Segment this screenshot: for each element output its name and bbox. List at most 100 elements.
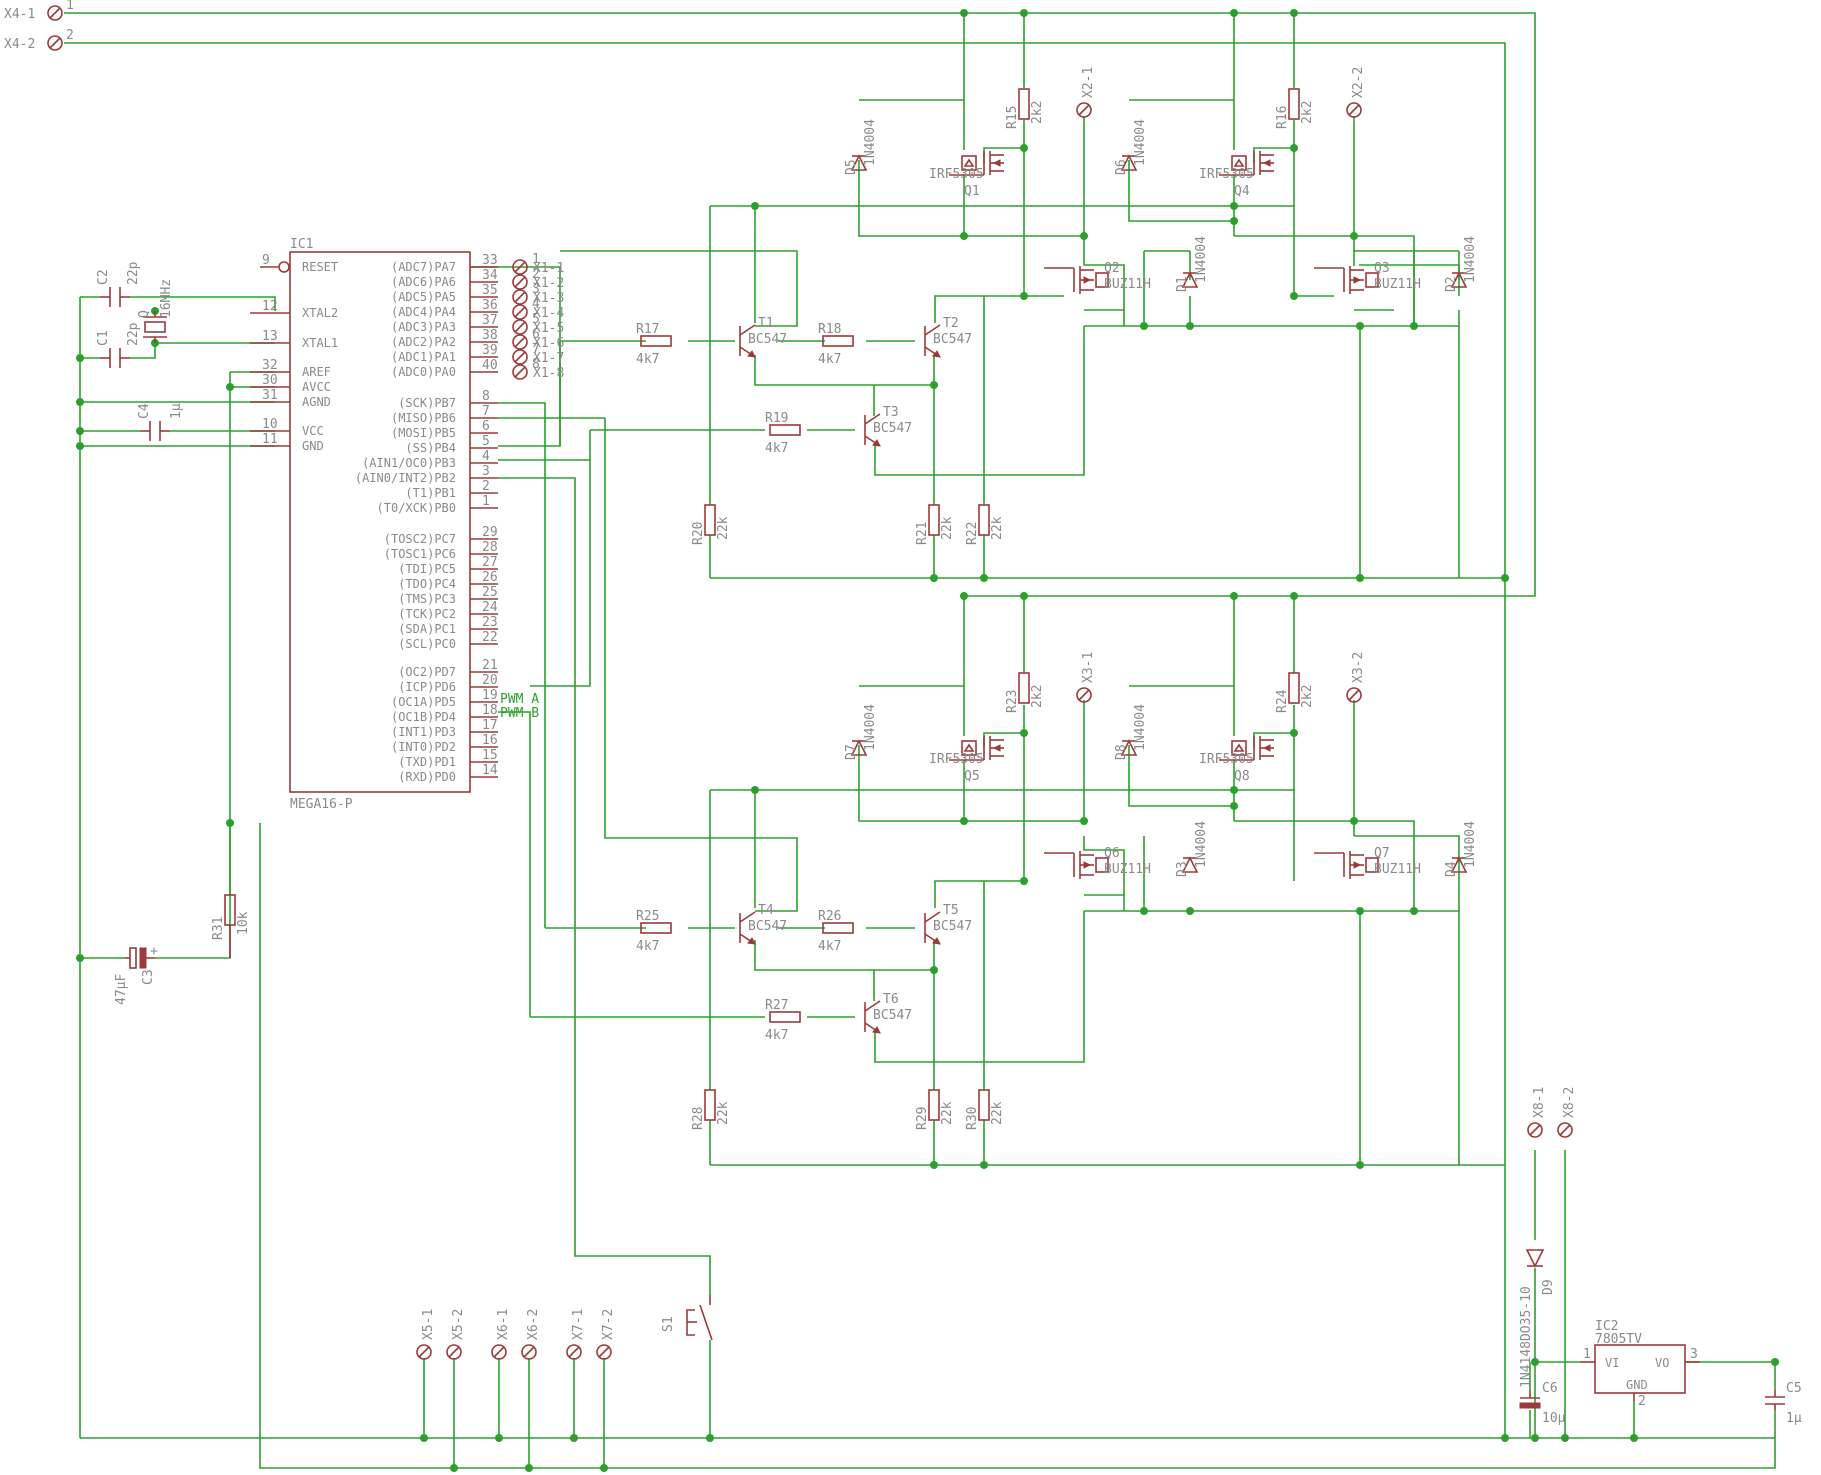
svg-text:22k: 22k xyxy=(716,516,731,540)
ic1-pin-num: 21 xyxy=(482,658,498,673)
svg-text:R30: R30 xyxy=(965,1107,980,1130)
x1-pin-num: 5 xyxy=(532,312,540,327)
ic1-pin-name: (TXD)PD1 xyxy=(398,755,456,769)
x1-pin-num: 4 xyxy=(532,297,540,312)
ic1-pin-name: (OC1B)PD4 xyxy=(391,710,456,724)
junctions xyxy=(76,9,1779,1472)
terminal-x4-1[interactable]: X4-1 1 xyxy=(4,0,74,22)
capacitor-c5: C5 1µ xyxy=(1765,1381,1802,1426)
svg-text:D9: D9 xyxy=(1541,1279,1556,1295)
terminal-x6-1[interactable]: X6-1 xyxy=(491,1309,511,1360)
ic1-ref: IC1 xyxy=(290,237,313,252)
terminal-x7-2[interactable]: X7-2 xyxy=(596,1309,616,1360)
terminal-x5-2[interactable]: X5-2 xyxy=(446,1309,466,1360)
svg-text:2: 2 xyxy=(1638,1394,1646,1409)
svg-text:2k2: 2k2 xyxy=(1030,101,1045,124)
svg-text:C2: C2 xyxy=(96,269,111,285)
terminal-x2-2[interactable]: X2-2 xyxy=(1346,67,1366,118)
x1-label: X1-5 xyxy=(533,321,564,336)
svg-text:X7-1: X7-1 xyxy=(571,1309,586,1340)
ic1-pin-num: 40 xyxy=(482,358,498,373)
terminal-x5-1[interactable]: X5-1 xyxy=(416,1309,436,1360)
svg-text:D6: D6 xyxy=(1114,159,1129,175)
ic1-pin-name: (ADC7)PA7 xyxy=(391,260,456,274)
terminal-x3-2[interactable]: X3-2 xyxy=(1346,652,1366,703)
ic1-right-pins: 33(ADC7)PA734(ADC6)PA635(ADC5)PA536(ADC4… xyxy=(355,253,498,784)
svg-text:VO: VO xyxy=(1655,1356,1669,1370)
svg-text:1N4004: 1N4004 xyxy=(1463,236,1478,283)
terminal-x3-1[interactable]: X3-1 xyxy=(1076,652,1096,703)
svg-text:R15: R15 xyxy=(1005,106,1020,129)
ic1-pin-num: 9 xyxy=(262,253,270,268)
svg-text:2k2: 2k2 xyxy=(1300,101,1315,124)
svg-text:T4: T4 xyxy=(758,903,774,918)
svg-text:Q6: Q6 xyxy=(1104,846,1120,861)
x1-pin-num: 7 xyxy=(532,342,540,357)
ic1-pin-num: 7 xyxy=(482,404,490,419)
svg-text:R31: R31 xyxy=(211,917,226,940)
svg-text:BUZ11H: BUZ11H xyxy=(1374,277,1421,292)
ic1-pin-name: (ADC0)PA0 xyxy=(391,365,456,379)
svg-text:47µF: 47µF xyxy=(114,974,129,1005)
crystal-q: Q 16MHz xyxy=(137,279,174,343)
svg-text:R24: R24 xyxy=(1275,689,1290,713)
ic1-pin-name: RESET xyxy=(302,260,338,274)
svg-text:R16: R16 xyxy=(1275,106,1290,129)
svg-text:C3: C3 xyxy=(141,969,156,985)
svg-text:4k7: 4k7 xyxy=(818,939,841,954)
ic1-pin-name: (AIN0/INT2)PB2 xyxy=(355,471,456,485)
svg-text:10µ: 10µ xyxy=(1542,1411,1566,1426)
svg-text:BUZ11H: BUZ11H xyxy=(1104,277,1151,292)
svg-text:BUZ11H: BUZ11H xyxy=(1104,862,1151,877)
ic1-pin-name: (T1)PB1 xyxy=(405,486,456,500)
svg-text:C5: C5 xyxy=(1786,1381,1802,1396)
ic1-pin-num: 31 xyxy=(262,388,278,403)
ic1-pin-name: (TDO)PC4 xyxy=(398,577,456,591)
net-pwm-b: PWM B xyxy=(500,706,539,721)
ic1-pin-name: (OC1A)PD5 xyxy=(391,695,456,709)
terminal-x8-2[interactable]: X8-2 xyxy=(1557,1087,1577,1138)
svg-text:R29: R29 xyxy=(915,1107,930,1130)
svg-text:1µ: 1µ xyxy=(1786,1411,1802,1426)
svg-text:IRF5305: IRF5305 xyxy=(929,752,984,767)
wires xyxy=(64,12,1776,1469)
x1-label: X1-2 xyxy=(533,276,564,291)
terminal-x8-1[interactable]: X8-1 xyxy=(1527,1087,1547,1138)
terminal-x7-1[interactable]: X7-1 xyxy=(566,1309,586,1360)
terminal-x6-2[interactable]: X6-2 xyxy=(521,1309,541,1360)
capacitor-c6: C6 10µ xyxy=(1519,1381,1566,1426)
ic1-pin-name: (ADC6)PA6 xyxy=(391,275,456,289)
ic1-pin-num: 35 xyxy=(482,283,498,298)
x1-label: X1-6 xyxy=(533,336,564,351)
ic1-pin-num: 11 xyxy=(262,432,278,447)
svg-text:4k7: 4k7 xyxy=(818,352,841,367)
ic1-pin-num: 28 xyxy=(482,540,498,555)
ic1-pin-name: (ADC3)PA3 xyxy=(391,320,456,334)
x1-label: X1-4 xyxy=(533,306,564,321)
switch-s1[interactable]: S1 xyxy=(661,1295,713,1341)
svg-text:1µ: 1µ xyxy=(169,403,184,419)
x1-label: X1-1 xyxy=(533,261,564,276)
terminal-x4-2[interactable]: X4-2 2 xyxy=(4,28,74,52)
ic1-pin-name: (SS)PB4 xyxy=(405,441,456,455)
terminal-x2-1[interactable]: X2-1 xyxy=(1076,67,1096,118)
ic1-pin-name: (TDI)PC5 xyxy=(398,562,456,576)
capacitor-c1: C1 22p xyxy=(96,322,141,368)
diode-d9: 1N4148DO35-10 D9 xyxy=(1519,1249,1556,1388)
